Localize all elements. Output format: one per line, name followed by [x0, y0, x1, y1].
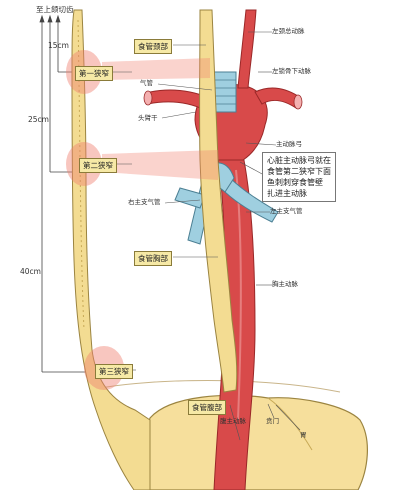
constriction-highlights — [66, 50, 124, 390]
right-main-bronchus-label: 右主支气管 — [128, 198, 161, 206]
distance-40cm-label: 40cm — [20, 267, 41, 276]
aortic-arch-note: 心脏主动脉弓就在 食管第二狭窄下面 鱼刺刺穿食管壁 扎进主动脉 — [262, 152, 336, 202]
esophagus-central-shape — [199, 9, 238, 393]
stomach-shape — [139, 394, 368, 491]
second-constriction-label: 第二狭窄 — [79, 158, 117, 173]
thoracic-esophagus-label: 食管胸部 — [134, 251, 172, 266]
constriction-rays — [102, 58, 218, 180]
incisor-reference-label: 至上颌切齿 — [36, 5, 74, 14]
first-constriction-label: 第一狭窄 — [75, 66, 113, 81]
brachiocephalic-label: 头臂干 — [138, 114, 158, 122]
abdominal-aorta-label: 腹主动脉 — [220, 417, 246, 425]
left-common-carotid-label: 左颈总动脉 — [272, 27, 305, 35]
distance-15cm-label: 15cm — [48, 41, 69, 50]
trachea-label: 气管 — [140, 79, 153, 87]
left-subclavian-label: 左锁骨下动脉 — [272, 67, 311, 75]
stomach-label: 胃 — [300, 431, 307, 439]
esophagus-side-shape — [71, 9, 151, 491]
aortic-arch-label: 主动脉弓 — [276, 140, 302, 148]
third-constriction-label: 第三狭窄 — [95, 364, 133, 379]
measurement-guides — [39, 14, 95, 373]
cervical-esophagus-label: 食管颈部 — [134, 39, 172, 54]
thoracic-aorta-label: 胸主动脉 — [272, 280, 298, 288]
distance-25cm-label: 25cm — [28, 115, 49, 124]
left-main-bronchus-label: 左主支气管 — [270, 207, 303, 215]
cardia-label: 贲门 — [266, 417, 279, 425]
abdominal-esophagus-label: 食管腹部 — [188, 400, 226, 415]
